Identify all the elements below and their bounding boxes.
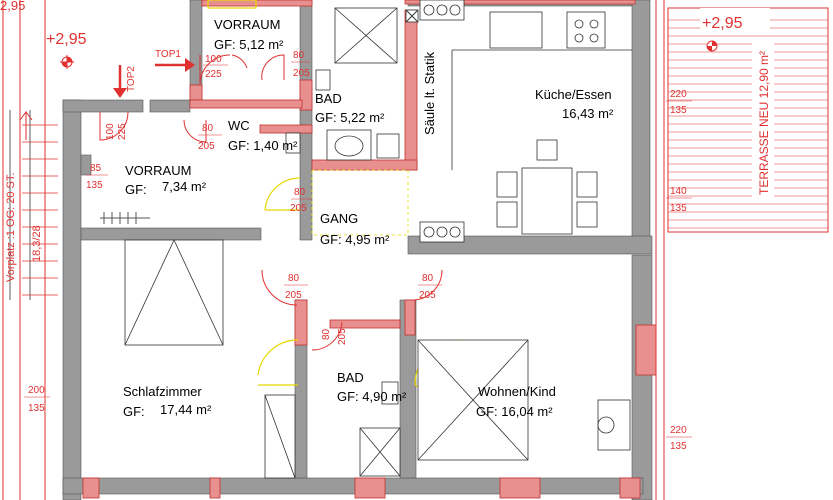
room-area-schlafzimmer: 17,44 m² — [160, 402, 212, 417]
terrace-label: TERRASSE NEU 12,90 m² — [757, 51, 771, 195]
chair-icon — [536, 139, 558, 161]
room-name-vorraum-left: VORRAUM — [125, 163, 191, 178]
new-walls — [82, 0, 657, 499]
room-name-vorraum-top: VORRAUM — [214, 17, 280, 32]
room-area-kueche: 16,43 m² — [562, 106, 614, 121]
room-name-gang: GANG — [320, 211, 358, 226]
chair-icon — [576, 201, 598, 228]
room-area-gang: GF: 4,95 m² — [320, 232, 390, 247]
dim-top: 100 — [105, 123, 116, 140]
heating-gang-icon — [419, 221, 465, 243]
stove-icon — [566, 11, 606, 49]
level-edge-label: 2,95 — [0, 0, 25, 13]
level-left-label: +2,95 — [46, 31, 87, 48]
dim-bottom: 135 — [28, 403, 45, 414]
level-right-icon — [706, 40, 718, 52]
room-name-schlafzimmer: Schlafzimmer — [123, 384, 202, 399]
dim-bottom: 205 — [198, 141, 215, 152]
dim-top: 100 — [205, 54, 222, 65]
room-area-wohnen: GF: 16,04 m² — [476, 404, 553, 419]
room-name-bad-top: BAD — [315, 91, 342, 106]
dimensions: 100 225 80 205 100 225 80 205 85 135 80 … — [24, 50, 692, 452]
stairs — [22, 124, 58, 296]
room-name-wc: WC — [228, 118, 250, 133]
dim-bottom: 135 — [670, 105, 687, 116]
kitchen-sink-icon — [489, 11, 543, 49]
dim-bottom: 205 — [293, 68, 310, 79]
chair-icon — [576, 171, 598, 198]
dim-top: 80 — [294, 187, 306, 198]
level-left-icon — [60, 55, 74, 69]
dim-bottom: 205 — [290, 203, 307, 214]
chair-icon — [496, 171, 518, 198]
room-area-vorraum-top: GF: 5,12 m² — [214, 37, 284, 52]
dim-top: 80 — [202, 123, 214, 134]
dim-top: 200 — [28, 385, 45, 396]
dim-bottom: 135 — [670, 203, 687, 214]
fixtures — [100, 0, 632, 479]
dim-top: 80 — [422, 273, 434, 284]
outer-walls — [62, 0, 653, 500]
top2-label: TOP2 — [126, 66, 137, 92]
room-name-wohnen: Wohnen/Kind — [478, 384, 556, 399]
room-area-bad-top: GF: 5,22 m² — [315, 110, 385, 125]
dim-bottom: 225 — [117, 123, 128, 140]
stairs-arrow-icon — [19, 110, 33, 140]
level-right-label: +2,95 — [702, 15, 743, 32]
room-name-bad-bottom: BAD — [337, 370, 364, 385]
dim-top: 220 — [670, 89, 687, 100]
dim-bottom: 135 — [86, 180, 103, 191]
room-area-wc: GF: 1,40 m² — [228, 138, 298, 153]
dim-top: 220 — [670, 425, 687, 436]
dim-top: 80 — [321, 328, 332, 340]
dim-bottom: 205 — [419, 290, 436, 301]
column-label: Säule lt. Statik — [422, 51, 437, 135]
room-area-vorraum-left: 7,34 m² — [162, 179, 207, 194]
toilet-top-icon — [315, 69, 331, 91]
room-area-prefix-vorraum-left: GF: — [125, 182, 147, 197]
coat-rack-icon — [100, 212, 150, 224]
top1-arrow-icon — [155, 58, 195, 72]
dim-top: 80 — [288, 273, 300, 284]
toilet-wc-icon — [285, 132, 301, 154]
dim-top: 80 — [293, 50, 305, 61]
exterior-left: Vorplatz :1 OG: 20 ST. 18,3/28 2,95 — [0, 0, 58, 500]
dim-bottom: 225 — [205, 69, 222, 80]
dim-bottom: 135 — [670, 441, 687, 452]
dim-bottom: 205 — [285, 290, 302, 301]
room-area-prefix-schlafzimmer: GF: — [123, 404, 145, 419]
top1-label: TOP1 — [155, 49, 181, 60]
dim-bottom: 205 — [337, 328, 348, 345]
room-name-kueche: Küche/Essen — [535, 87, 612, 102]
washer-icon — [376, 133, 400, 159]
vorplatz-label: Vorplatz :1 OG: 20 ST. — [5, 173, 17, 282]
terrace: +2,95 TERRASSE NEU 12,90 m² — [655, 0, 829, 500]
dim-top: 140 — [670, 186, 687, 197]
top2-arrow-icon — [113, 65, 127, 98]
room-area-bad-bottom: GF: 4,90 m² — [337, 389, 407, 404]
dim-top: 85 — [90, 163, 102, 174]
chair-icon — [496, 201, 518, 228]
heating-top-icon — [419, 0, 465, 21]
stairs-ratio-label: 18,3/28 — [31, 225, 43, 262]
bed-icon — [124, 239, 224, 346]
table-icon — [521, 167, 573, 235]
room-labels: VORRAUM GF: 5,12 m² BAD GF: 5,22 m² WC G… — [123, 17, 614, 419]
toilet-bottom-icon — [381, 381, 399, 405]
doors — [99, 0, 461, 392]
column-icon — [405, 9, 419, 23]
